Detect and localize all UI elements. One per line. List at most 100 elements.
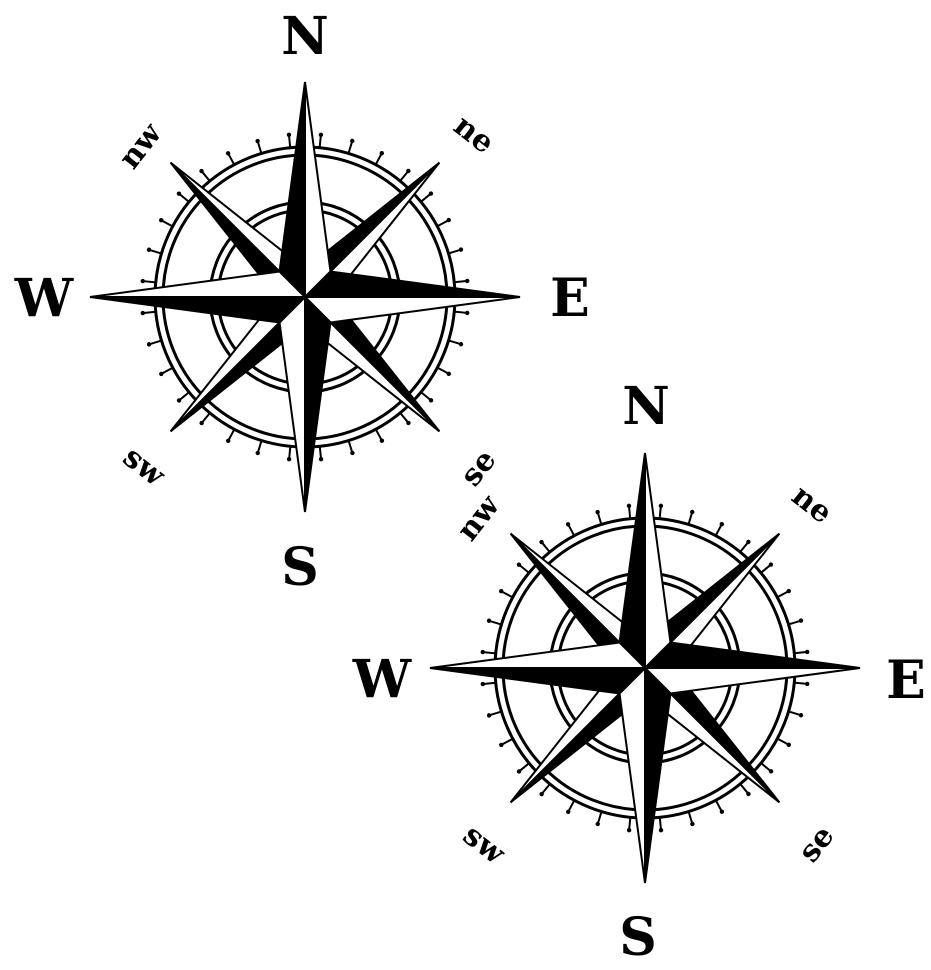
cardinal-point-dark bbox=[429, 667, 648, 695]
tick-dot bbox=[159, 218, 164, 223]
cardinal-point-light bbox=[304, 81, 332, 300]
tick-dot bbox=[146, 247, 152, 252]
tick-mark bbox=[628, 506, 632, 519]
tick-mark bbox=[436, 366, 449, 375]
tick-mark bbox=[399, 171, 409, 182]
tick-mark bbox=[448, 248, 461, 255]
tick-dot bbox=[350, 138, 355, 144]
tick-mark bbox=[257, 440, 263, 453]
tick-dot bbox=[446, 217, 451, 223]
tick-dot bbox=[798, 618, 804, 623]
tick-mark bbox=[567, 799, 576, 812]
compass-rose-1-graphic bbox=[89, 81, 521, 513]
tick-dot bbox=[746, 539, 751, 545]
tick-dot bbox=[768, 769, 774, 774]
tick-dot bbox=[176, 398, 182, 403]
tick-mark bbox=[483, 681, 496, 685]
tick-dot bbox=[199, 168, 204, 174]
tick-mark bbox=[256, 141, 263, 154]
tick-mark bbox=[760, 762, 771, 772]
tick-mark bbox=[776, 590, 789, 599]
tick-dot bbox=[318, 457, 324, 462]
tick-mark bbox=[658, 817, 662, 830]
tick-mark bbox=[448, 339, 461, 345]
tick-mark bbox=[658, 506, 662, 519]
tick-mark bbox=[161, 366, 174, 375]
tick-mark bbox=[454, 280, 467, 284]
tick-dot bbox=[255, 450, 260, 456]
cardinal-point-dark bbox=[644, 665, 672, 884]
cardinal-point-light bbox=[429, 641, 648, 669]
tick-dot bbox=[516, 769, 522, 774]
tick-dot bbox=[428, 398, 434, 403]
tick-mark bbox=[201, 412, 211, 423]
tick-dot bbox=[786, 588, 791, 594]
tick-dot bbox=[286, 132, 292, 137]
tick-dot bbox=[318, 132, 324, 137]
tick-dot bbox=[565, 522, 571, 527]
cardinal-point-dark bbox=[304, 294, 332, 513]
cardinal-point-dark bbox=[278, 81, 306, 300]
east-label: E bbox=[550, 268, 590, 329]
tick-mark bbox=[687, 811, 694, 824]
northwest-label: nw bbox=[112, 116, 170, 176]
tick-dot bbox=[406, 168, 411, 174]
cardinal-point-dark bbox=[89, 296, 308, 324]
cardinal-point-light bbox=[302, 296, 521, 324]
tick-dot bbox=[480, 681, 485, 687]
tick-dot bbox=[595, 509, 600, 515]
tick-mark bbox=[227, 428, 236, 441]
tick-mark bbox=[687, 512, 693, 525]
southwest-label: sw bbox=[456, 818, 512, 873]
tick-dot bbox=[225, 151, 231, 156]
tick-dot bbox=[176, 191, 182, 196]
tick-mark bbox=[541, 542, 551, 553]
tick-mark bbox=[201, 171, 211, 182]
tick-mark bbox=[347, 440, 354, 453]
tick-dot bbox=[486, 618, 492, 623]
tick-mark bbox=[739, 783, 749, 794]
tick-dot bbox=[465, 278, 470, 284]
tick-mark bbox=[489, 710, 502, 717]
tick-mark bbox=[714, 799, 723, 812]
cardinal-point-light bbox=[644, 452, 672, 671]
tick-dot bbox=[499, 589, 504, 594]
tick-mark bbox=[347, 141, 353, 154]
tick-dot bbox=[805, 681, 810, 687]
tick-mark bbox=[597, 811, 603, 824]
tick-dot bbox=[140, 278, 145, 284]
tick-dot bbox=[805, 649, 810, 655]
tick-mark bbox=[420, 193, 431, 203]
tick-dot bbox=[406, 420, 411, 426]
cardinal-point-dark bbox=[642, 641, 861, 669]
cardinal-point-light bbox=[642, 667, 861, 695]
tick-dot bbox=[286, 457, 292, 462]
south-label: S bbox=[619, 907, 657, 965]
tick-mark bbox=[420, 391, 431, 401]
tick-mark bbox=[596, 512, 603, 525]
tick-dot bbox=[486, 713, 492, 718]
tick-mark bbox=[788, 710, 801, 716]
tick-dot bbox=[140, 310, 145, 316]
tick-dot bbox=[690, 821, 695, 827]
tick-dot bbox=[458, 342, 464, 347]
cardinal-point-dark bbox=[302, 270, 521, 298]
tick-mark bbox=[179, 193, 190, 203]
tick-dot bbox=[458, 247, 464, 252]
southwest-label: sw bbox=[116, 440, 172, 495]
tick-mark bbox=[760, 564, 771, 574]
compass-rose-2-graphic bbox=[429, 452, 861, 884]
tick-dot bbox=[159, 371, 164, 377]
tick-dot bbox=[746, 791, 751, 797]
tick-dot bbox=[379, 438, 385, 443]
west-label: W bbox=[14, 268, 75, 329]
tick-dot bbox=[626, 828, 632, 833]
tick-mark bbox=[374, 428, 383, 441]
tick-dot bbox=[146, 342, 152, 347]
tick-mark bbox=[501, 590, 514, 599]
tick-mark bbox=[483, 651, 496, 655]
tick-dot bbox=[768, 562, 774, 567]
compass-rose-2: N E S W ne se sw nw bbox=[352, 376, 926, 968]
